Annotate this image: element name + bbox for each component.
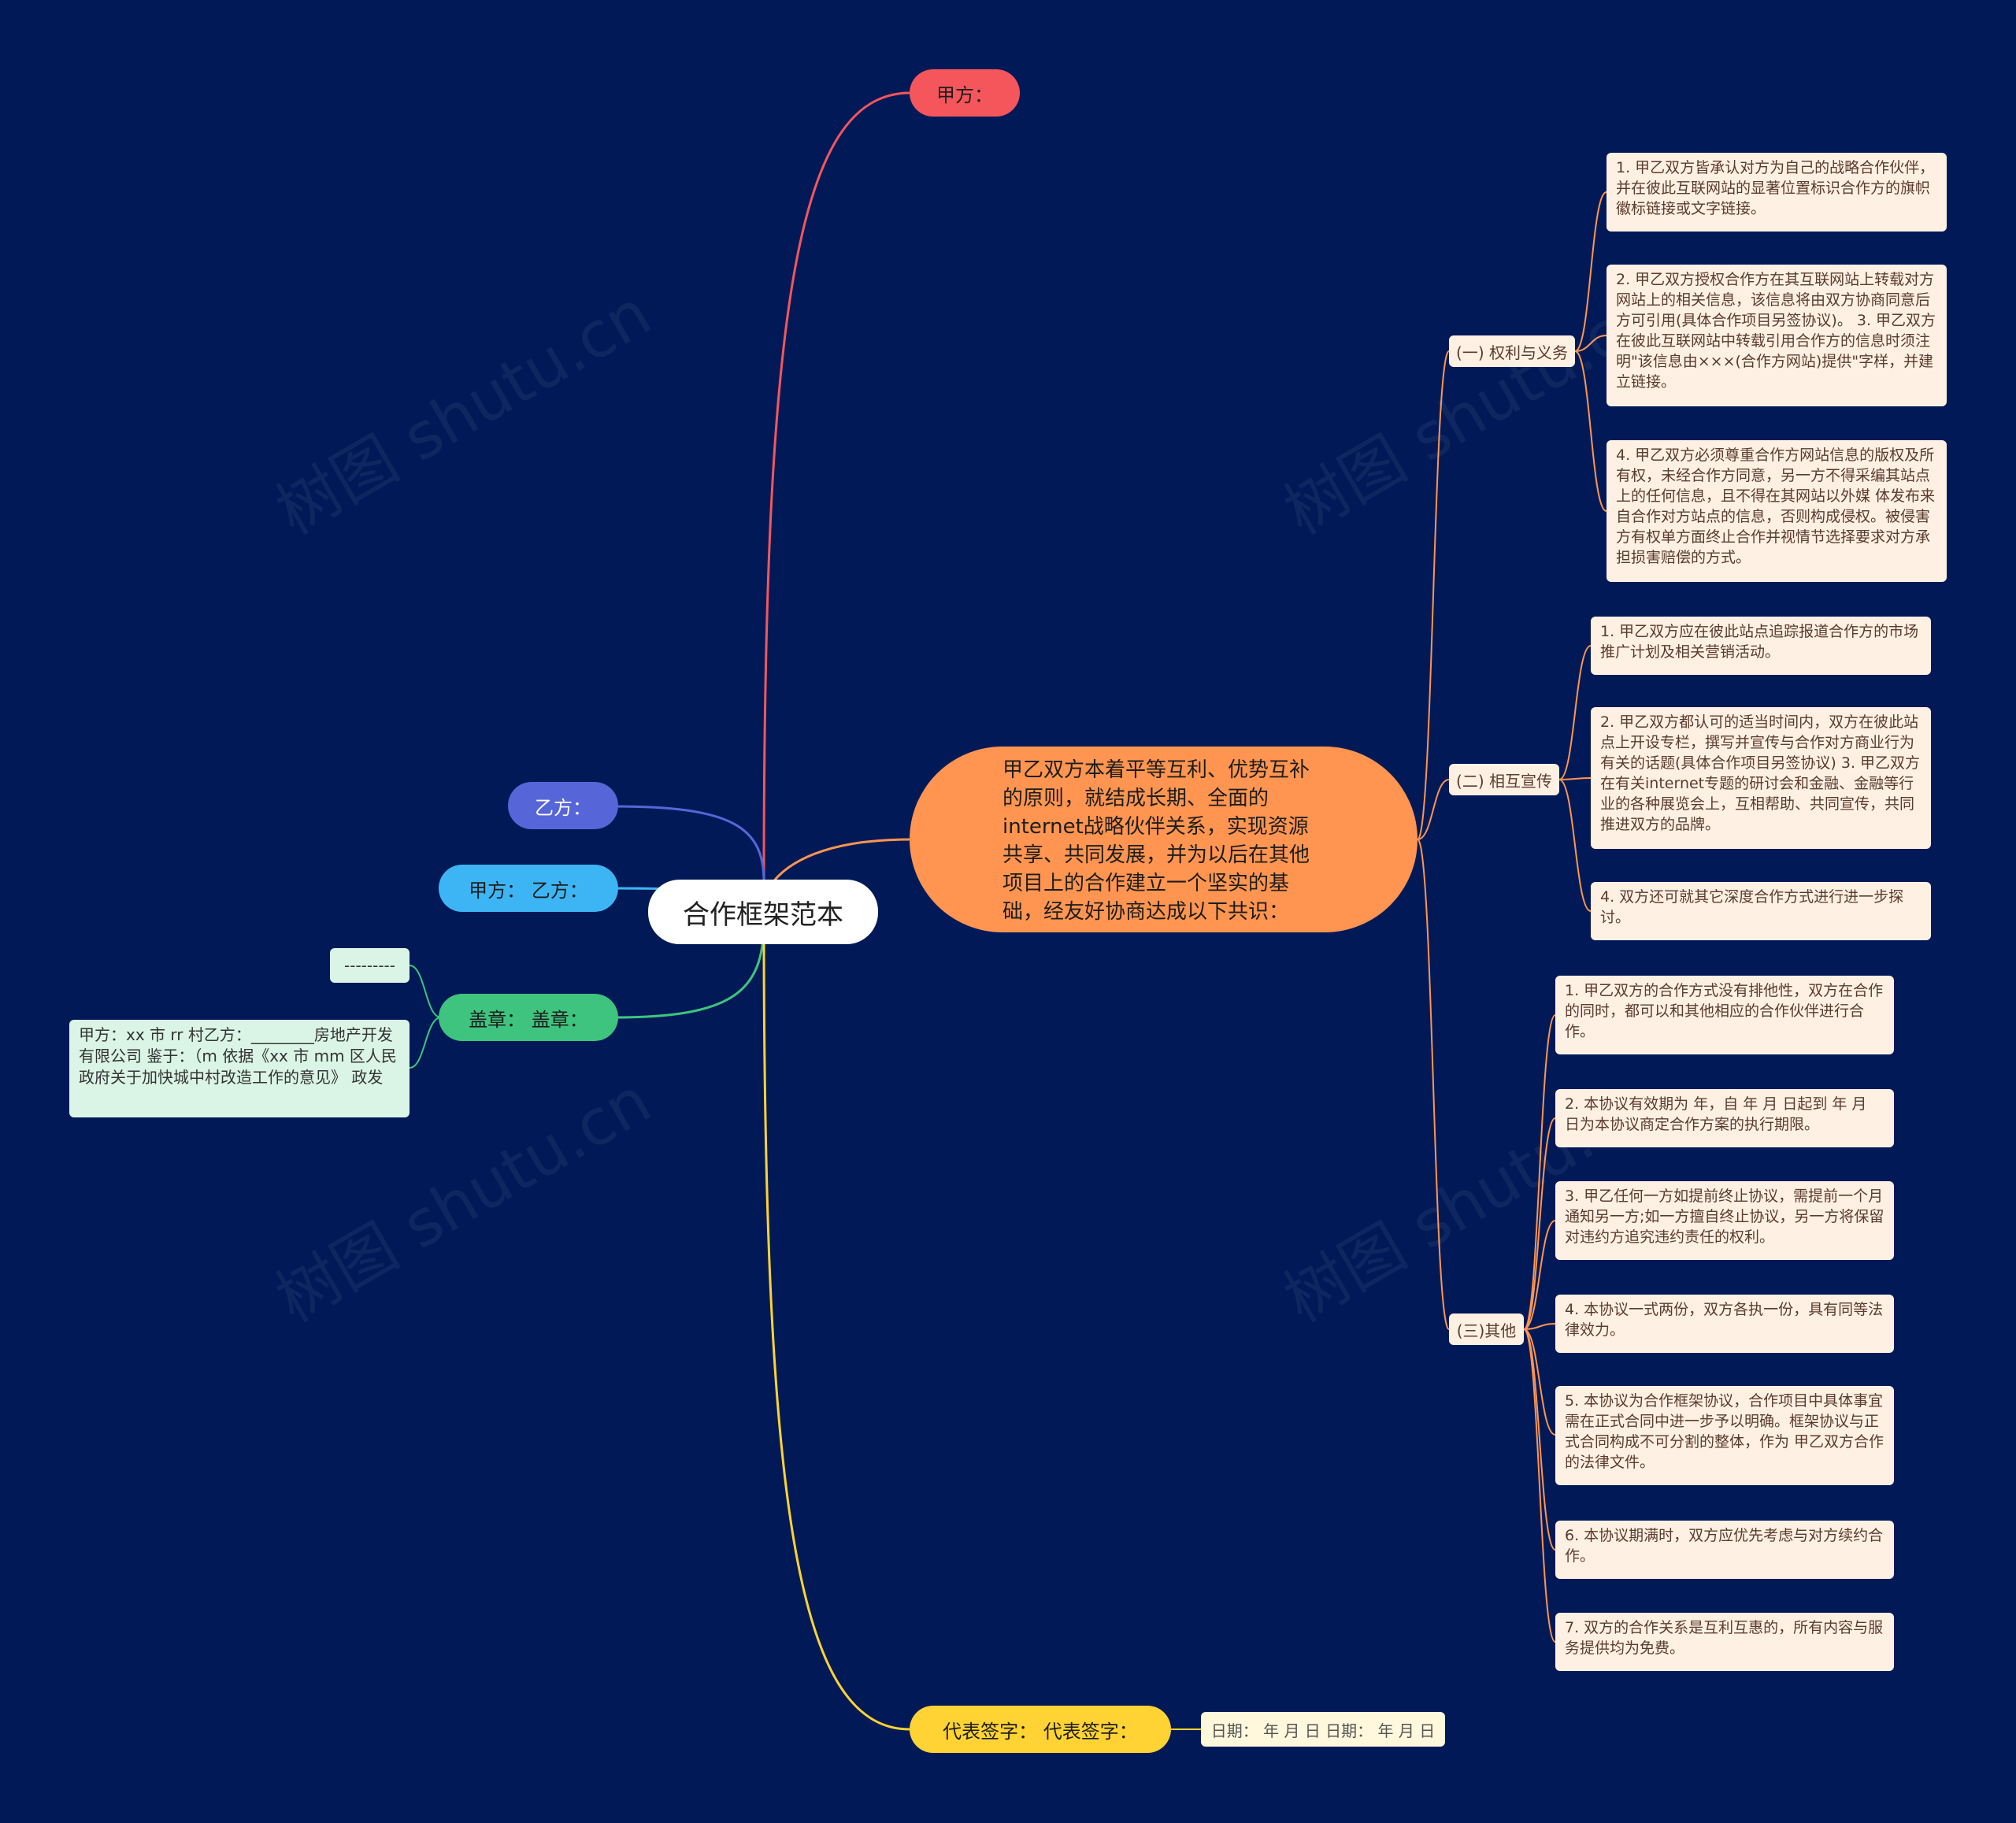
promotion-item-3[interactable]: 4. 双方还可就其它深度合作方式进行进一步探讨。 [1591, 882, 1931, 940]
seal-child-dashes[interactable]: --------- [330, 948, 410, 983]
others-item-2[interactable]: 2. 本协议有效期为 年，自 年 月 日起到 年 月 日为本协议商定合作方案的执… [1555, 1089, 1894, 1147]
link-s3-item-2 [1523, 1117, 1556, 1330]
sign-child-date[interactable]: 日期： 年 月 日 日期： 年 月 日 [1201, 1712, 1445, 1747]
link-s3-item-5 [1523, 1328, 1556, 1436]
link-main-section-1 [1417, 350, 1450, 840]
link-s1-item-2 [1574, 335, 1607, 352]
link-main-section-3 [1417, 839, 1450, 1330]
link-s3-item-1 [1523, 1014, 1556, 1330]
link-root-party-b [613, 805, 765, 883]
others-item-3[interactable]: 3. 甲乙任何一方如提前终止协议，需提前一个月通知另一方;如一方擅自终止协议，另… [1555, 1181, 1894, 1260]
link-s3-item-6 [1523, 1328, 1556, 1551]
link-root-sign [762, 921, 910, 1731]
link-s3-item-4 [1523, 1323, 1556, 1330]
section-rights-duties[interactable]: (一) 权利与义务 [1449, 335, 1575, 367]
branch-party-a[interactable]: 甲方： [910, 69, 1020, 117]
link-root-seal [613, 921, 765, 1019]
link-s3-item-7 [1523, 1328, 1556, 1643]
link-s3-item-3 [1523, 1220, 1556, 1330]
link-s2-item-3 [1558, 779, 1592, 912]
root-node[interactable]: 合作框架范本 [648, 880, 878, 944]
others-item-1[interactable]: 1. 甲乙双方的合作方式没有排他性，双方在合作的同时，都可以和其他相应的合作伙伴… [1555, 976, 1894, 1054]
section-others[interactable]: (三)其他 [1449, 1314, 1524, 1345]
link-seal-child-2 [409, 1017, 442, 1069]
branch-sign[interactable]: 代表签字： 代表签字： [910, 1706, 1171, 1753]
link-root-party-a [762, 91, 910, 883]
others-item-7[interactable]: 7. 双方的合作关系是互利互惠的，所有内容与服务提供均为免费。 [1555, 1613, 1894, 1671]
promotion-item-2[interactable]: 2. 甲乙双方都认可的适当时间内，双方在彼此站点上开设专栏，撰写并宣传与合作对方… [1591, 707, 1931, 849]
section-mutual-promotion[interactable]: (二) 相互宣传 [1449, 764, 1559, 795]
branch-party-b[interactable]: 乙方： [508, 782, 618, 829]
branch-seal[interactable]: 盖章： 盖章： [439, 994, 618, 1041]
link-s2-item-2 [1558, 777, 1592, 780]
others-item-5[interactable]: 5. 本协议为合作框架协议，合作项目中具体事宜需在正式合同中进一步予以明确。框架… [1555, 1386, 1894, 1485]
promotion-item-1[interactable]: 1. 甲乙双方应在彼此站点追踪报道合作方的市场推广计划及相关营销活动。 [1591, 617, 1931, 675]
rights-item-2[interactable]: 2. 甲乙双方授权合作方在其互联网站上转载对方网站上的相关信息，该信息将由双方协… [1606, 265, 1947, 406]
rights-item-1[interactable]: 1. 甲乙双方皆承认对方为自己的战略合作伙伴，并在彼此互联网站的显著位置标识合作… [1606, 153, 1947, 232]
link-main-section-2 [1417, 779, 1450, 840]
link-seal-child-1 [409, 965, 442, 1018]
seal-child-text[interactable]: 甲方：xx 市 rr 村乙方：________房地产开发有限公司 鉴于：（m 依… [69, 1020, 410, 1117]
rights-item-3[interactable]: 4. 甲乙双方必须尊重合作方网站信息的版权及所有权，未经合作方同意，另一方不得采… [1606, 440, 1947, 582]
link-s1-item-3 [1574, 350, 1607, 512]
others-item-4[interactable]: 4. 本协议一式两份，双方各执一份，具有同等法律效力。 [1555, 1295, 1894, 1353]
link-s1-item-1 [1574, 191, 1607, 352]
link-s2-item-1 [1558, 645, 1592, 780]
branch-main-consensus[interactable]: 甲乙双方本着平等互利、优势互补的原则，就结成长期、全面的internet战略伙伴… [910, 747, 1418, 932]
branch-party-ab[interactable]: 甲方： 乙方： [439, 865, 618, 912]
others-item-6[interactable]: 6. 本协议期满时，双方应优先考虑与对方续约合作。 [1555, 1521, 1894, 1579]
